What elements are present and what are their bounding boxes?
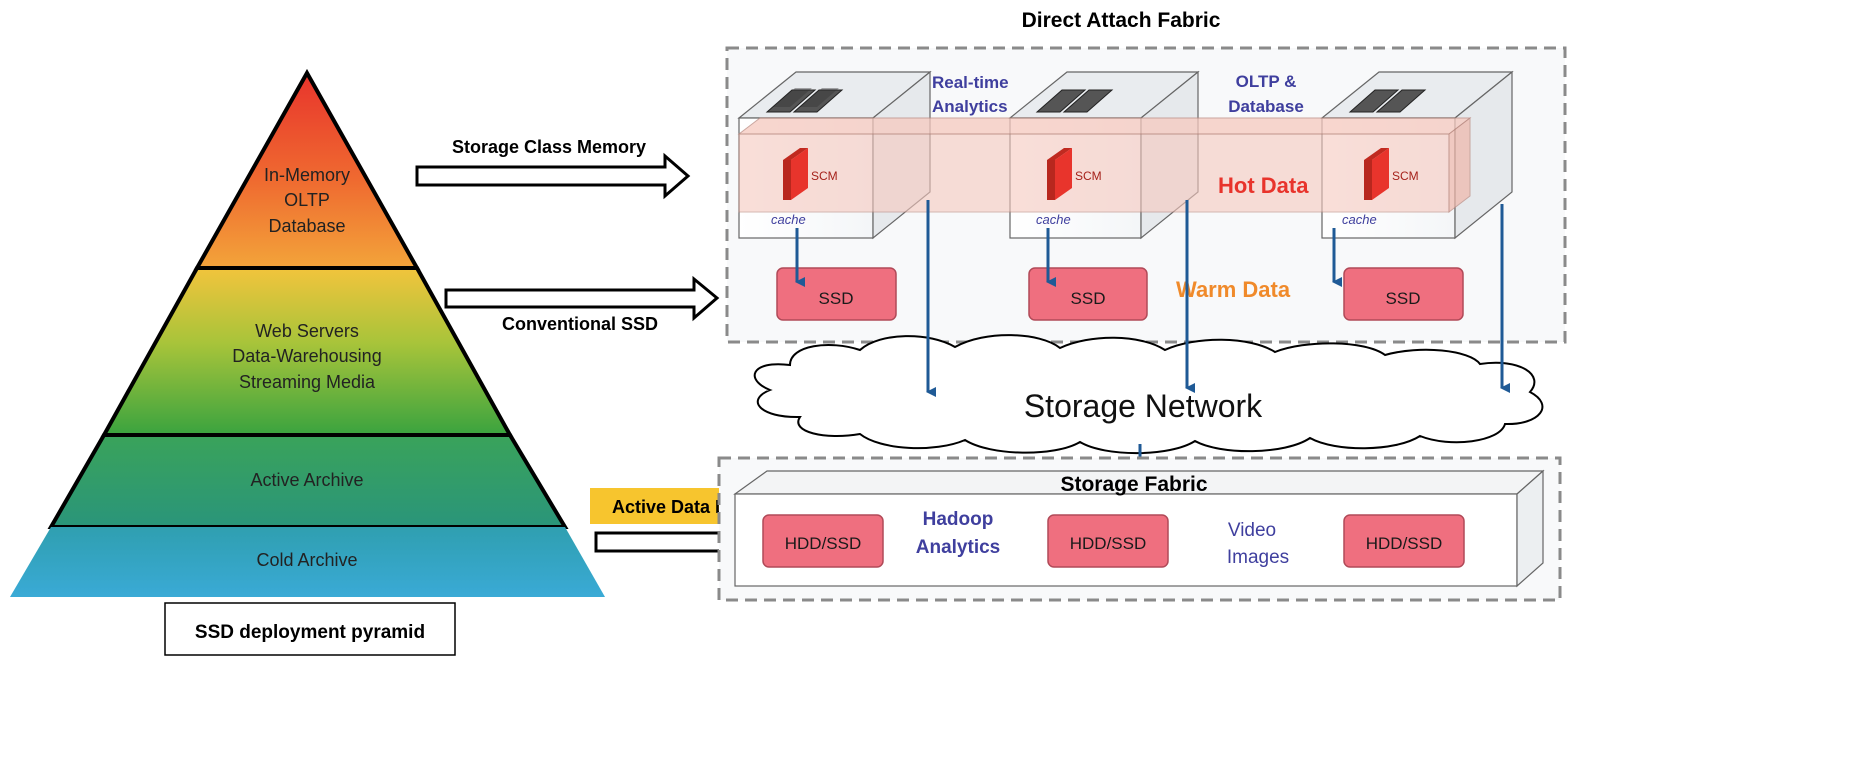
realtime-label-line1: Real-time xyxy=(932,73,1009,92)
ssd-pyramid: In-Memory OLTP Database Web Servers Data… xyxy=(10,68,605,597)
server-to-network-arrows xyxy=(926,200,1510,475)
realtime-label-line2: Analytics xyxy=(932,97,1008,116)
tier3-label: Active Archive xyxy=(250,470,363,490)
hadoop-label-line1: Hadoop xyxy=(923,509,994,530)
storage-fabric-title: Storage Fabric xyxy=(1060,473,1207,496)
direct-attach-title: Direct Attach Fabric xyxy=(1022,9,1221,32)
pyramid-tier-cold-archive xyxy=(10,527,605,597)
scm-label-3: SCM xyxy=(1392,169,1419,183)
conventional-ssd-arrow: Conventional SSD xyxy=(444,275,720,334)
hot-data-band xyxy=(737,116,1472,214)
svg-text:SSD: SSD xyxy=(819,289,854,308)
cpu-chip-icon xyxy=(1035,89,1114,113)
tier2-label-line1: Web Servers xyxy=(255,321,359,341)
scm-module-1 xyxy=(783,148,808,200)
scm-label-1: SCM xyxy=(811,169,838,183)
tier1-label-line2: OLTP xyxy=(284,190,330,210)
ssd-box-2: SSD xyxy=(1028,267,1148,321)
storage-network-label: Storage Network xyxy=(1024,388,1263,424)
scm-label-2: SCM xyxy=(1075,169,1102,183)
warm-data-label: Warm Data xyxy=(1176,277,1291,302)
tier2-label-line3: Streaming Media xyxy=(239,372,376,392)
svg-text:SSD: SSD xyxy=(1386,289,1421,308)
scm-module-3 xyxy=(1364,148,1389,200)
cache-label-1: cache xyxy=(771,212,806,227)
cpu-chip-icon xyxy=(765,88,844,113)
ssd-box-1: SSD xyxy=(776,267,897,321)
hdd-ssd-box-2: HDD/SSD xyxy=(1047,514,1169,568)
cache-label-2: cache xyxy=(1036,212,1071,227)
tier1-label-line1: In-Memory xyxy=(264,165,350,185)
svg-text:SSD: SSD xyxy=(1071,289,1106,308)
video-label-line1: Video xyxy=(1228,520,1276,541)
svg-text:HDD/SSD: HDD/SSD xyxy=(1070,534,1147,553)
conventional-ssd-arrow-label: Conventional SSD xyxy=(502,314,658,334)
oltp-label-line2: Database xyxy=(1228,97,1304,116)
tier4-label: Cold Archive xyxy=(256,550,357,570)
cache-to-ssd-arrows xyxy=(795,228,1342,287)
svg-text:HDD/SSD: HDD/SSD xyxy=(785,534,862,553)
cpu-chip-icon xyxy=(1348,89,1427,113)
hdd-ssd-box-3: HDD/SSD xyxy=(1343,514,1465,568)
pyramid-caption: SSD deployment pyramid xyxy=(164,602,456,656)
cache-label-3: cache xyxy=(1342,212,1377,227)
ssd-box-3: SSD xyxy=(1343,267,1464,321)
svg-text:HDD/SSD: HDD/SSD xyxy=(1366,534,1443,553)
scm-arrow: Storage Class Memory xyxy=(415,137,691,200)
svg-text:SSD deployment pyramid: SSD deployment pyramid xyxy=(195,622,425,643)
video-label-line2: Images xyxy=(1227,547,1289,568)
scm-module-2 xyxy=(1047,148,1072,200)
scm-arrow-label: Storage Class Memory xyxy=(452,137,646,157)
oltp-label-line1: OLTP & xyxy=(1236,72,1297,91)
hdd-ssd-box-1: HDD/SSD xyxy=(762,514,884,568)
hot-data-label: Hot Data xyxy=(1218,173,1309,198)
storage-network-cloud: Storage Network xyxy=(753,334,1544,455)
hadoop-label-line2: Analytics xyxy=(916,537,1000,558)
tier2-label-line2: Data-Warehousing xyxy=(232,346,381,366)
tier1-label-line3: Database xyxy=(268,216,345,236)
